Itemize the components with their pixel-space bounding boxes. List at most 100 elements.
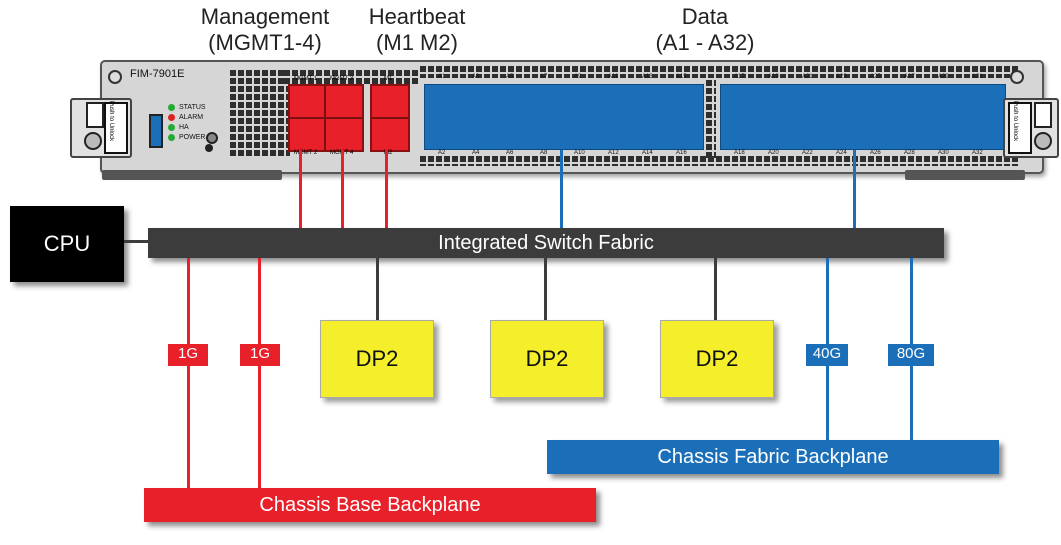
port-label-a11: A11 [608, 74, 619, 80]
cpu-box: CPU [10, 206, 124, 282]
dp2-box-2: DP2 [490, 320, 604, 398]
port-label-a22: A22 [802, 150, 813, 156]
data-ports-right[interactable] [720, 84, 1006, 150]
speed-tag-fabric-1: 40G [806, 344, 848, 366]
heartbeat-header-line2: (M1 M2) [376, 30, 458, 55]
heartbeat-port-block[interactable] [370, 84, 410, 152]
alarm-led-icon [168, 114, 175, 121]
data-header: Data (A1 - A32) [620, 4, 790, 56]
dp2-box-1: DP2 [320, 320, 434, 398]
port-label-a20: A20 [768, 150, 779, 156]
module-faceplate: FIM-7901E STATUS ALARM HA POWER MGMT 1 M… [100, 60, 1044, 174]
screw-icon [205, 144, 213, 152]
wire-dp-2 [544, 258, 547, 320]
led-alarm: ALARM [168, 114, 203, 121]
port-label-a10: A10 [574, 150, 585, 156]
dp2-box-3: DP2 [660, 320, 774, 398]
port-label-a23: A23 [836, 74, 847, 80]
hb-label-m2: M2 [384, 150, 393, 156]
data-header-line1: Data [681, 4, 729, 29]
wire-cpu-fabric [124, 240, 148, 243]
mgmt-label-3: MGMT 3 [330, 76, 354, 82]
speed-tag-fabric-2: 80G [888, 344, 934, 366]
port-label-a25: A25 [870, 74, 881, 80]
wire-data-left [560, 150, 563, 230]
left-latch-screw-icon [84, 132, 102, 150]
port-label-a15: A15 [676, 74, 687, 80]
port-label-a31: A31 [972, 74, 983, 80]
right-latch-screw-icon [1034, 132, 1052, 150]
port-label-a2: A2 [438, 150, 446, 156]
power-indicator-icon [1010, 70, 1024, 84]
model-label: FIM-7901E [130, 68, 185, 80]
port-label-a17: A17 [734, 74, 745, 80]
switch-fabric-bar: Integrated Switch Fabric [148, 228, 944, 258]
vent-grid-right [284, 70, 420, 84]
port-label-a7: A7 [540, 74, 548, 80]
port-label-a21: A21 [802, 74, 813, 80]
dp2-label-1: DP2 [355, 346, 399, 371]
chassis-base-backplane: Chassis Base Backplane [144, 488, 596, 522]
speed-tag-base-1: 1G [168, 344, 208, 366]
port-label-a3: A3 [472, 74, 480, 80]
port-label-a8: A8 [540, 150, 548, 156]
mgmt-label-1: MGMT 1 [294, 76, 318, 82]
switch-fabric-label: Integrated Switch Fabric [438, 231, 654, 254]
vent-grid-mid [706, 80, 716, 160]
chassis-fabric-backplane-label: Chassis Fabric Backplane [657, 445, 889, 468]
port-label-a12: A12 [608, 150, 619, 156]
bottom-rail-right [905, 170, 1025, 180]
wire-mgmt-1 [299, 150, 302, 230]
cpu-label: CPU [43, 231, 91, 256]
led-power-label: POWER [179, 134, 206, 141]
power-indicator-left-icon [108, 70, 122, 84]
port-label-a26: A26 [870, 150, 881, 156]
port-label-a14: A14 [642, 150, 653, 156]
management-header-line1: Management [200, 4, 330, 29]
bottom-rail-left [102, 170, 282, 180]
port-label-a5: A5 [506, 74, 514, 80]
left-latch-tab [104, 102, 128, 154]
status-led-icon [168, 104, 175, 111]
reset-button-icon[interactable] [206, 132, 218, 144]
wire-dp-1 [376, 258, 379, 320]
wire-hb [385, 150, 388, 230]
ha-led-icon [168, 124, 175, 131]
port-label-a27: A27 [904, 74, 915, 80]
management-header-line2: (MGMT1-4) [208, 30, 322, 55]
port-label-a30: A30 [938, 150, 949, 156]
mgmt-port-block[interactable] [288, 84, 364, 152]
led-power: POWER [168, 134, 205, 141]
port-label-a19: A19 [768, 74, 779, 80]
left-latch-arrow-icon [86, 102, 104, 128]
right-latch-text: Push to Unlock [1012, 100, 1019, 142]
wire-data-right [853, 150, 856, 230]
right-latch-tab [1008, 102, 1032, 154]
management-header: Management (MGMT1-4) [180, 4, 350, 56]
left-latch-text: Push to Unlock [108, 100, 115, 142]
led-status-label: STATUS [179, 104, 206, 111]
wire-base-1 [187, 258, 190, 490]
dp2-label-3: DP2 [695, 346, 739, 371]
led-ha-label: HA [179, 124, 189, 131]
led-alarm-label: ALARM [179, 114, 204, 121]
port-label-a24: A24 [836, 150, 847, 156]
wire-dp-3 [714, 258, 717, 320]
vent-grid [230, 70, 290, 158]
mgmt-label-2: MGMT 2 [294, 150, 318, 156]
usb-port[interactable] [149, 114, 163, 148]
led-status: STATUS [168, 104, 206, 111]
data-header-line2: (A1 - A32) [655, 30, 755, 55]
wire-mgmt-2 [341, 150, 344, 230]
heartbeat-header: Heartbeat (M1 M2) [352, 4, 482, 56]
port-label-a28: A28 [904, 150, 915, 156]
heartbeat-header-line1: Heartbeat [368, 4, 466, 29]
speed-tag-base-2: 1G [240, 344, 280, 366]
port-label-a4: A4 [472, 150, 480, 156]
vent-grid-bottom [420, 156, 1020, 166]
led-ha: HA [168, 124, 189, 131]
data-ports-left[interactable] [424, 84, 704, 150]
port-label-a32: A32 [972, 150, 983, 156]
port-label-a6: A6 [506, 150, 514, 156]
power-led-icon [168, 134, 175, 141]
